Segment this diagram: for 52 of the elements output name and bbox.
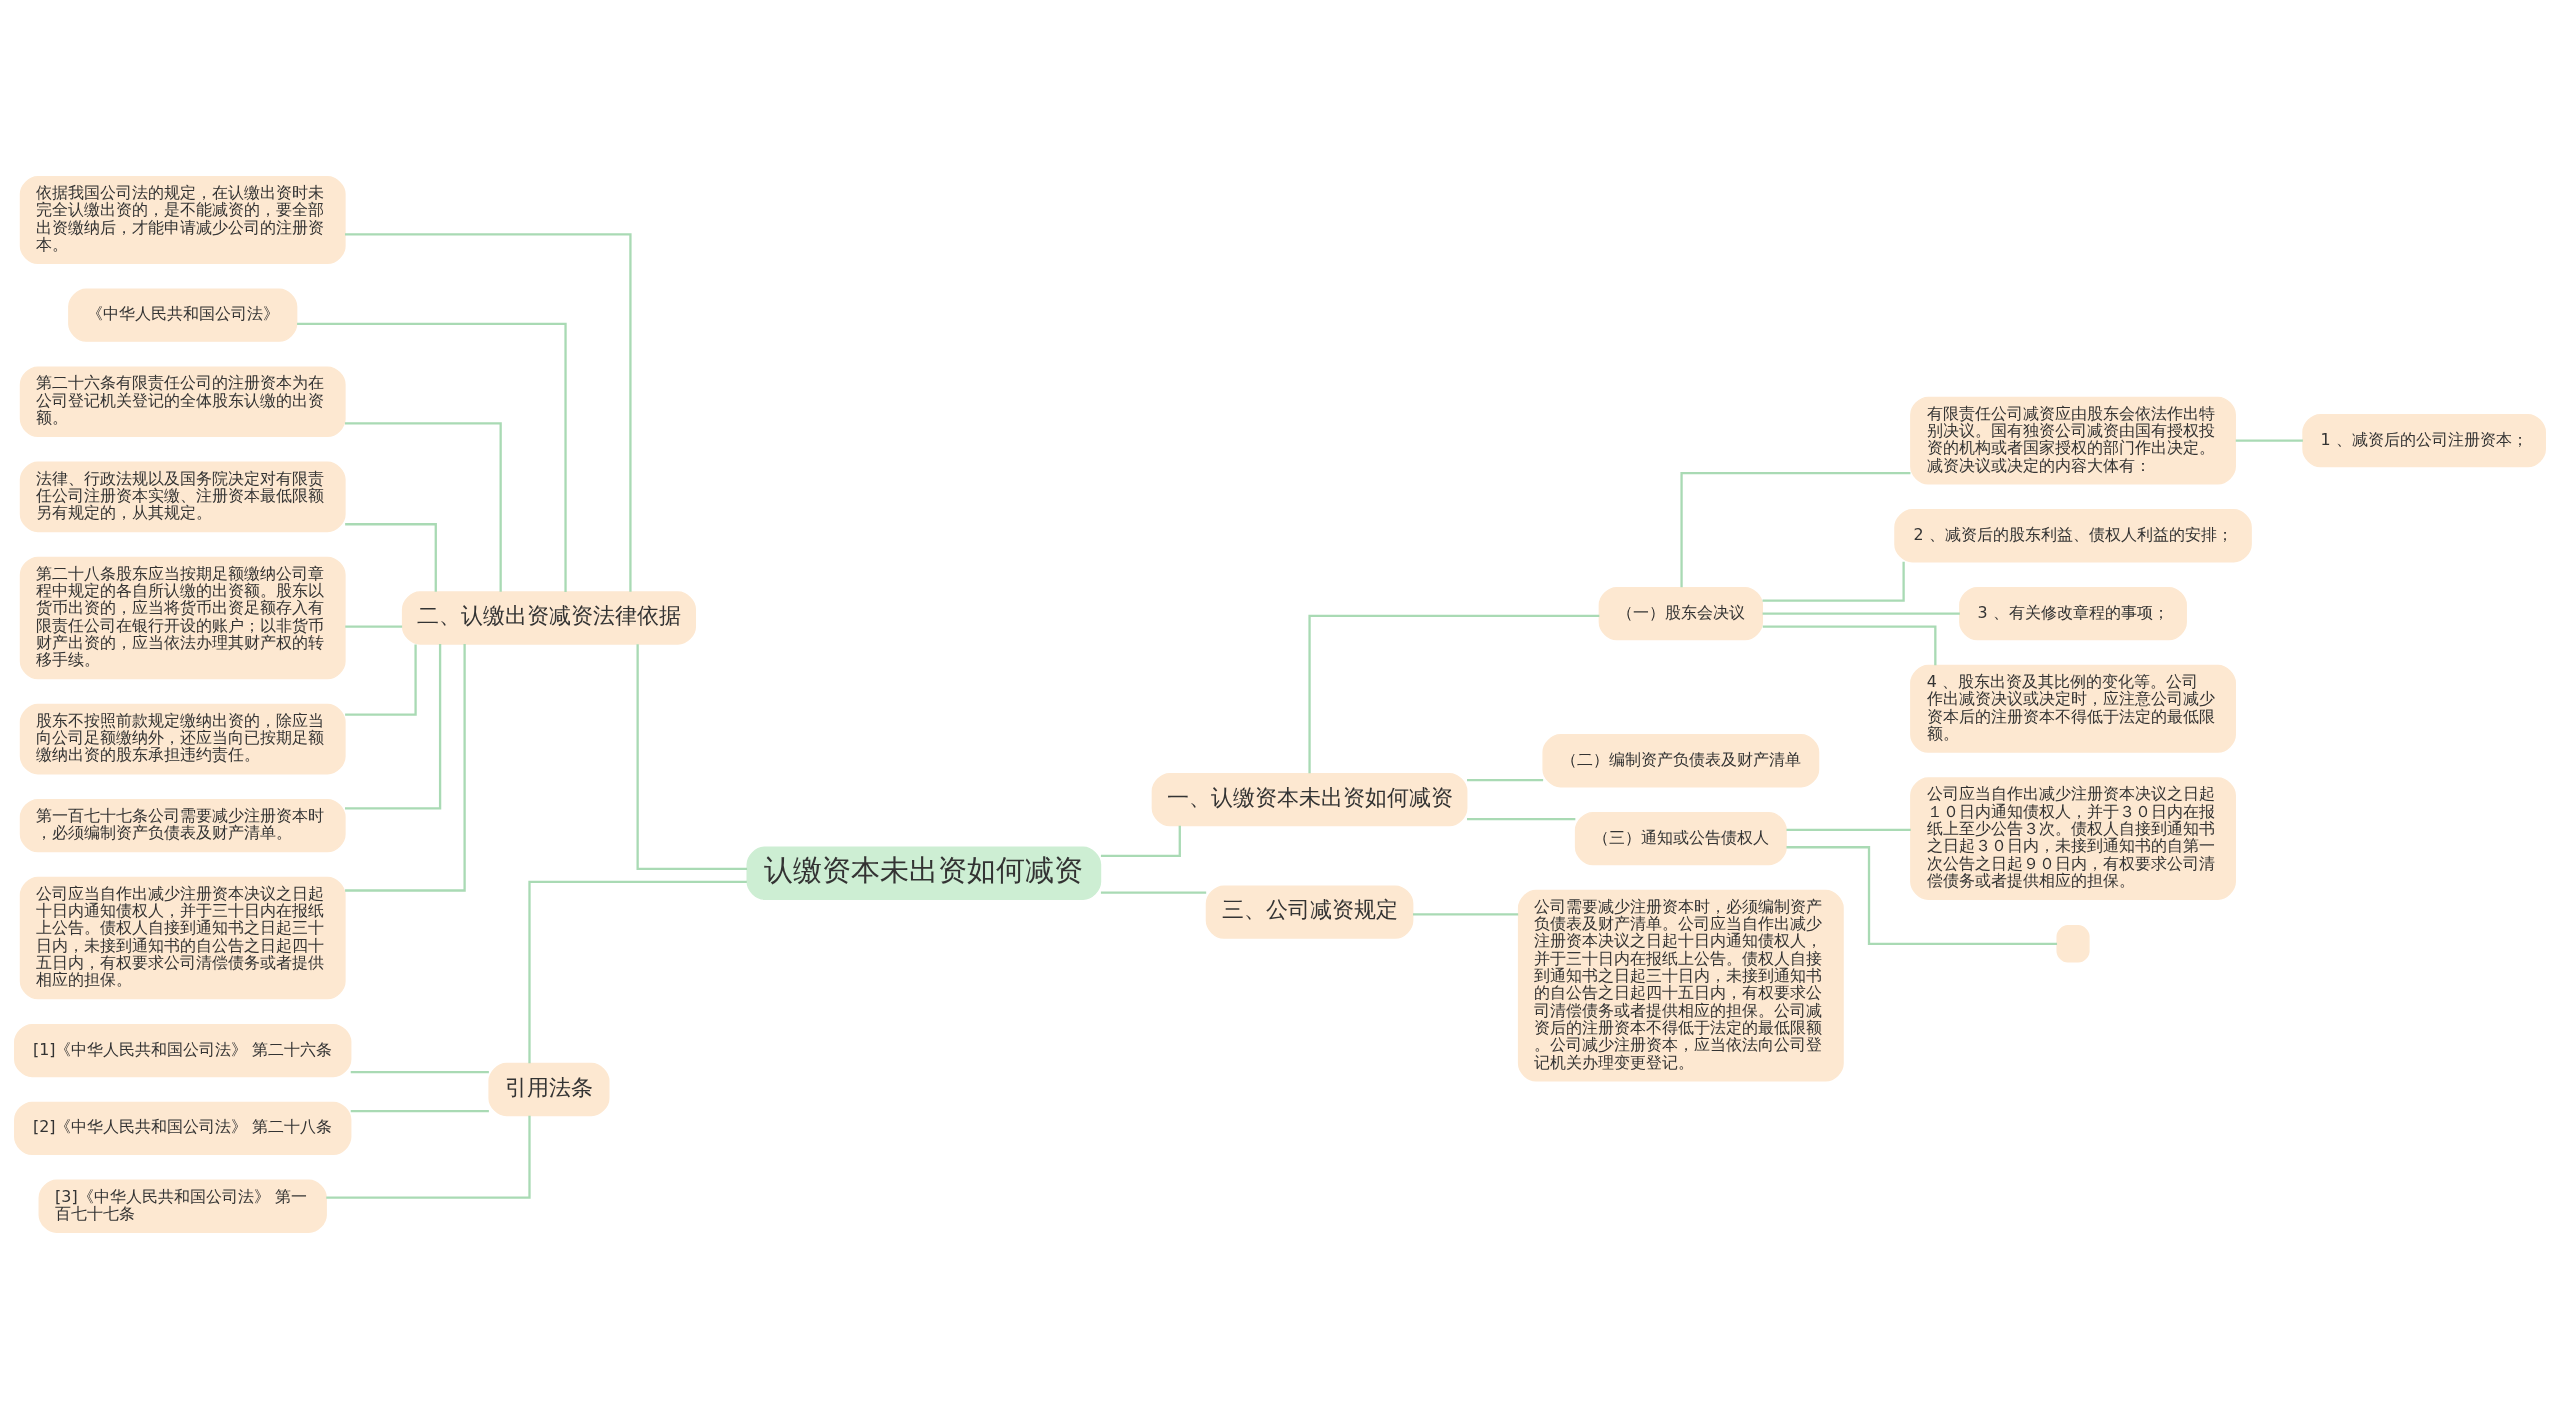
node-box: 公司应当自作出减少注册资本决议之日起１０日内通知债权人，并于３０日内在报纸上至少公告３次。债权人自接到通知书之日起３０日内，未接到通知书的自第一次公告之日起９０日内，有权要求公司清偿债务或者提供相应的担保。 xyxy=(1910,776,2236,900)
node-box: 《中华人民共和国公司法》 xyxy=(68,288,298,342)
connector xyxy=(2235,438,2303,442)
connector xyxy=(1786,845,2058,945)
connector xyxy=(345,625,403,628)
node-box: （三）通知或公告债权人 xyxy=(1574,811,1787,865)
connector xyxy=(345,232,632,592)
connector xyxy=(1467,778,1544,781)
node-box: （二）编制资产负债表及财产清单 xyxy=(1542,733,1820,787)
connector xyxy=(326,1115,531,1199)
node-box: 4 、股东出资及其比例的变化等。公司作出减资决议或决定时，应注意公司减少资本后的注册资本不得低于法定的最低限额。 xyxy=(1910,664,2236,753)
node-box: 一、认缴资本未出资如何减资 xyxy=(1151,772,1468,826)
node-box: （一）股东会决议 xyxy=(1598,586,1764,640)
connector xyxy=(350,1109,489,1112)
connector xyxy=(1762,612,1960,615)
node-box: 三、公司减资规定 xyxy=(1205,884,1414,939)
connector xyxy=(1786,828,1911,831)
connector xyxy=(1680,471,1911,587)
connector xyxy=(297,322,567,592)
node-box: 1 、减资后的公司注册资本； xyxy=(2302,413,2546,467)
connector xyxy=(1762,561,1905,602)
node-box: 公司需要减少注册资本时，必须编制资产负债表及财产清单。公司应当自作出减少注册资本决议之日起十日内通知债权人，并于三十日内在报纸上公告。债权人自接到通知书之日起三十日内，未接到通知书的自公告之日起四十五日内，有权要求公司清偿债务或者提供相应的担保。公司减资后的注册资本不得低于法定的最低限额。公司减少注册资本，应当依法向公司登记机关办理变更登记。 xyxy=(1517,889,1844,1082)
node-box: 法律、行政法规以及国务院决定对有限责任公司注册资本实缴、注册资本最低限额另有规定的，从其规定。 xyxy=(19,461,346,532)
connector xyxy=(636,643,748,870)
connector xyxy=(1467,817,1576,820)
node-box: 第二十六条有限责任公司的注册资本为在公司登记机关登记的全体股东认缴的出资额。 xyxy=(19,365,346,437)
node-box xyxy=(2056,924,2090,963)
node-box: [2]《中华人民共和国公司法》 第二十八条 xyxy=(14,1101,352,1155)
connector xyxy=(1762,625,1937,665)
node-box: 第一百七十七条公司需要减少注册资本时，必须编制资产负债表及财产清单。 xyxy=(19,798,346,852)
node-box: 股东不按照前款规定缴纳出资的，除应当向公司足额缴纳外，还应当向已按期足额缴纳出资的股东承担违约责任。 xyxy=(19,703,346,774)
connector xyxy=(344,421,502,592)
node-box: 3 、有关修改章程的事项； xyxy=(1959,586,2187,640)
connector xyxy=(345,643,442,809)
connector xyxy=(345,643,466,892)
node-box: 引用法条 xyxy=(488,1062,610,1116)
connector xyxy=(1413,912,1519,915)
node-box: 第二十八条股东应当按期足额缴纳公司章程中规定的各自所认缴的出资额。股东以货币出资的，应当将货币出资足额存入有限责任公司在银行开设的账户；以非货币财产出资的，应当依法办理其财产权的转移手续。 xyxy=(19,556,346,679)
node-box: 2 、减资后的股东利益、债权人利益的安排； xyxy=(1894,508,2252,562)
node-box: [3]《中华人民共和国公司法》 第一百七十七条 xyxy=(38,1179,327,1233)
node-box: 二、认缴出资减资法律依据 xyxy=(401,590,697,645)
node-box: 依据我国公司法的规定，在认缴出资时未完全认缴出资的，是不能减资的，要全部出资缴纳后，才能申请减少公司的注册资本。 xyxy=(19,175,346,264)
connector xyxy=(345,643,417,716)
connector xyxy=(345,522,437,592)
connector xyxy=(350,1070,489,1073)
node-box: 公司应当自作出减少注册资本决议之日起十日内通知债权人，并于三十日内在报纸上公告。债权人自接到通知书之日起三十日内，未接到通知书的自公告之日起四十五日内，有权要求公司清偿债务或者提供相应的担保。 xyxy=(19,876,346,999)
connector xyxy=(1100,891,1207,894)
node-box: 有限责任公司减资应由股东会依法作出特别决议。国有独资公司减资由国有授权投资的机构或者国家授权的部门作出决定。减资决议或决定的内容大体有： xyxy=(1910,396,2236,485)
connector xyxy=(1308,614,1600,773)
node-box: 认缴资本未出资如何减资 xyxy=(746,846,1102,900)
connector xyxy=(528,880,747,1063)
node-box: [1]《中华人民共和国公司法》 第二十六条 xyxy=(14,1023,352,1077)
